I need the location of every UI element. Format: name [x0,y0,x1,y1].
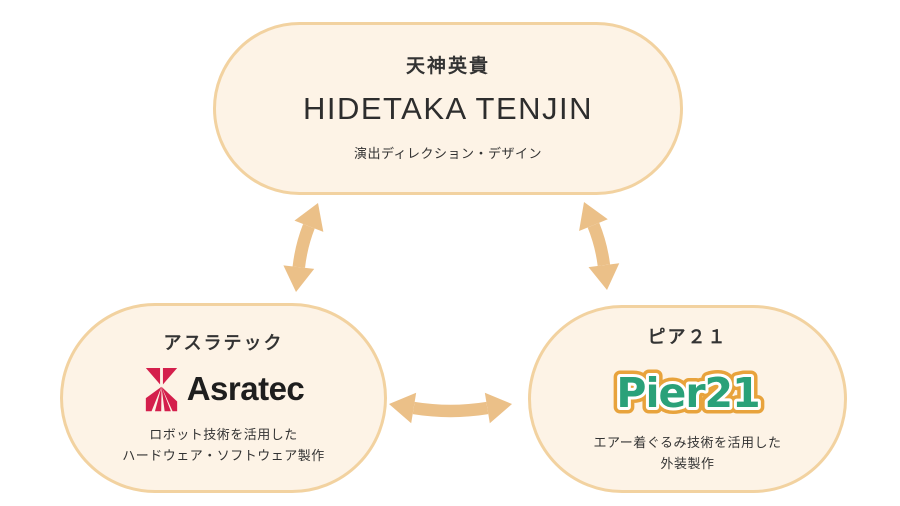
pier21-role: エアー着ぐるみ技術を活用した 外装製作 [594,433,782,476]
arrow-asratec-pier21 [389,392,512,424]
asratec-triangles-mark-icon [145,367,177,411]
asratec-role-line2: ハードウェア・ソフトウェア製作 [122,449,325,464]
asratec-role: ロボット技術を活用した ハードウェア・ソフトウェア製作 [122,425,325,468]
arrow-tenjin-asratec [283,203,324,292]
asratec-title: アスラテック [163,332,284,354]
pier21-role-line2: 外装製作 [660,457,715,472]
asratec-wordmark: Asratec [186,369,305,407]
node-asratec: アスラテック Asratec ロボット技術を活用した ハードウェア・ソフトウェア… [60,303,387,493]
tenjin-name-en: HIDETAKA TENJIN [302,91,594,127]
tenjin-name-jp: 天神英貴 [405,55,490,78]
arrow-tenjin-pier21 [579,202,620,290]
pier21-title: ピア２１ [647,326,728,348]
pier21-role-line1: エアー着ぐるみ技術を活用した [593,435,782,451]
node-pier21: ピア２１ Pier21 Pier21 Pier21 エアー着ぐるみ技術を活用した… [528,305,847,493]
asratec-logo: Asratec [143,366,305,412]
pier21-wordmark-outline-white: Pier21 [616,369,759,417]
asratec-role-line1: ロボット技術を活用した [149,427,298,443]
tenjin-role: 演出ディレクション・デザイン [353,147,543,163]
pier21-bubble-wordmark-icon: Pier21 Pier21 Pier21 [609,362,766,423]
node-tenjin: 天神英貴 HIDETAKA TENJIN 演出ディレクション・デザイン [213,22,683,195]
pier21-wordmark-outline-orange: Pier21 [616,369,759,417]
pier21-wordmark-fill: Pier21 [616,369,759,417]
